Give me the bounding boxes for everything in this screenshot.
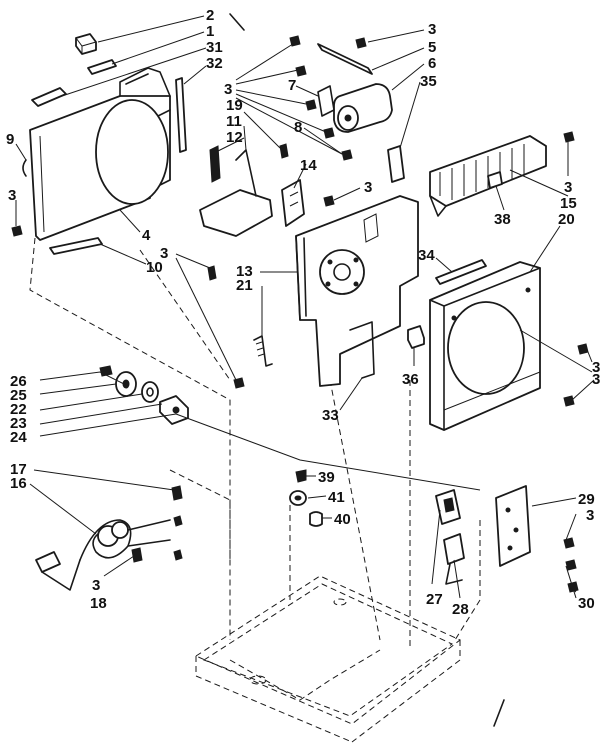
part-21-clip	[253, 335, 273, 367]
callout-30: 30	[578, 595, 595, 612]
part-2-block	[75, 33, 97, 55]
part-16-power-cord	[35, 519, 171, 591]
callout-3c: 3	[8, 187, 16, 204]
callout-3f: 3	[160, 245, 168, 262]
callout-3a: 3	[428, 21, 436, 38]
leader-lines	[15, 15, 595, 599]
callout-35: 35	[420, 73, 437, 90]
callout-31: 31	[206, 39, 223, 56]
callout-29: 29	[578, 491, 595, 508]
callout-24: 24	[10, 429, 27, 446]
part-12-bracket	[199, 145, 273, 237]
callout-3d: 3	[364, 179, 372, 196]
part-4-front-panel	[29, 67, 171, 241]
callout-18: 18	[90, 595, 107, 612]
part-25-knob	[115, 371, 137, 397]
part-38-clip	[487, 171, 503, 189]
assembly-guide-lines	[29, 237, 481, 650]
part-22-bushing	[141, 381, 159, 403]
callout-10: 10	[146, 259, 163, 276]
callout-3g: 3	[592, 359, 600, 376]
callout-39: 39	[318, 469, 335, 486]
part-28-relay	[443, 533, 465, 585]
part-7-strap	[317, 85, 335, 117]
callout-19: 19	[226, 97, 243, 114]
base-pan	[194, 575, 461, 743]
part-14-bracket	[281, 179, 305, 227]
part-32-strip	[175, 77, 187, 153]
part-39-screw	[295, 469, 307, 483]
part-23-switch	[159, 395, 189, 425]
callout-12: 12	[226, 129, 243, 146]
callout-14: 14	[300, 157, 317, 174]
callout-28: 28	[452, 601, 469, 618]
callout-21: 21	[236, 277, 253, 294]
part-29-control-panel	[495, 485, 531, 567]
part-13-bulkhead	[295, 195, 419, 387]
callout-9: 9	[6, 131, 14, 148]
part-33-bracket	[349, 321, 375, 379]
callout-22: 22	[10, 401, 27, 418]
callout-6: 6	[428, 55, 436, 72]
callout-33: 33	[322, 407, 339, 424]
labels: 2 1 31 32 3 5 6 35 3 7 19 11 12 8 14 9 3…	[6, 7, 600, 618]
part-20-rear-shroud	[429, 261, 541, 431]
callout-3b: 3	[224, 81, 232, 98]
callout-20: 20	[558, 211, 575, 228]
callout-32: 32	[206, 55, 223, 72]
callout-3i: 3	[586, 507, 594, 524]
callout-13: 13	[236, 263, 253, 280]
part-15-coil	[429, 135, 547, 217]
part-35-clip	[387, 145, 405, 183]
part-17-terminal	[171, 485, 183, 501]
callout-3e: 3	[564, 179, 572, 196]
part-31-seal	[31, 87, 67, 107]
part-27-switch	[435, 489, 461, 525]
direction-mark	[229, 13, 505, 727]
callout-16: 16	[10, 475, 27, 492]
part-10-strip	[49, 237, 103, 255]
callout-1: 1	[206, 23, 214, 40]
callout-27: 27	[426, 591, 443, 608]
part-40-spacer	[309, 511, 323, 527]
part-18-terminal	[131, 547, 143, 563]
callout-38: 38	[494, 211, 511, 228]
part-34-strip	[435, 259, 487, 285]
callout-17: 17	[10, 461, 27, 478]
part-9-clip	[22, 159, 27, 177]
callout-3h: 3	[592, 371, 600, 388]
part-1-gasket	[87, 59, 117, 75]
callout-36: 36	[402, 371, 419, 388]
callout-23: 23	[10, 415, 27, 432]
callout-25: 25	[10, 387, 27, 404]
part-36-block	[407, 325, 425, 349]
callout-3j: 3	[92, 577, 100, 594]
part-41-grommet	[289, 490, 307, 506]
callout-7: 7	[288, 77, 296, 94]
callout-40: 40	[334, 511, 351, 528]
callout-11: 11	[226, 113, 242, 130]
part-5-bar	[317, 43, 373, 75]
callout-15: 15	[560, 195, 577, 212]
part-6-capacitor	[333, 83, 393, 133]
callout-41: 41	[328, 489, 345, 506]
callout-2: 2	[206, 7, 214, 24]
callout-34: 34	[418, 247, 435, 264]
callout-8: 8	[294, 119, 302, 136]
callout-4: 4	[142, 227, 151, 244]
callout-26: 26	[10, 373, 27, 390]
callout-5: 5	[428, 39, 436, 56]
